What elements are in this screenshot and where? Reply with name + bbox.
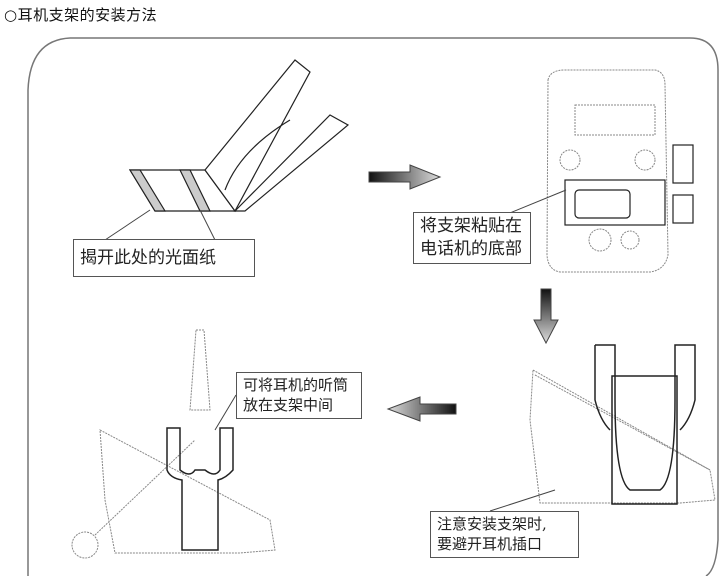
callout-line: 放在支架中间: [243, 396, 334, 415]
phone-side-illustration: [529, 369, 716, 504]
page-title: ○耳机支架的安装方法: [4, 6, 158, 24]
callout-peel-paper: 揭开此处的光面纸: [73, 239, 255, 277]
callout-line: 注意安装支架时,: [437, 515, 547, 533]
phone-bottom-illustration: [546, 69, 669, 273]
callout-line: 要避开耳机插口: [437, 535, 543, 554]
callout-attach-bracket: 将支架粘贴在 电话机的底部: [413, 212, 531, 264]
handset-illustration: [71, 329, 276, 559]
callout-line: 电话机的底部: [420, 238, 522, 259]
frame-border: [27, 37, 719, 576]
callout-line: 可将耳机的听筒: [243, 376, 349, 394]
bracket-illustration: [128, 59, 350, 213]
callout-avoid-jack: 注意安装支架时, 要避开耳机插口: [430, 511, 579, 558]
arrow-left-icon: [386, 396, 457, 422]
arrow-right-icon: [368, 164, 442, 190]
callout-line: 将支架粘贴在: [420, 216, 522, 236]
callout-place-handset: 可将耳机的听筒 放在支架中间: [236, 372, 362, 419]
arrow-down-icon: [533, 288, 559, 345]
